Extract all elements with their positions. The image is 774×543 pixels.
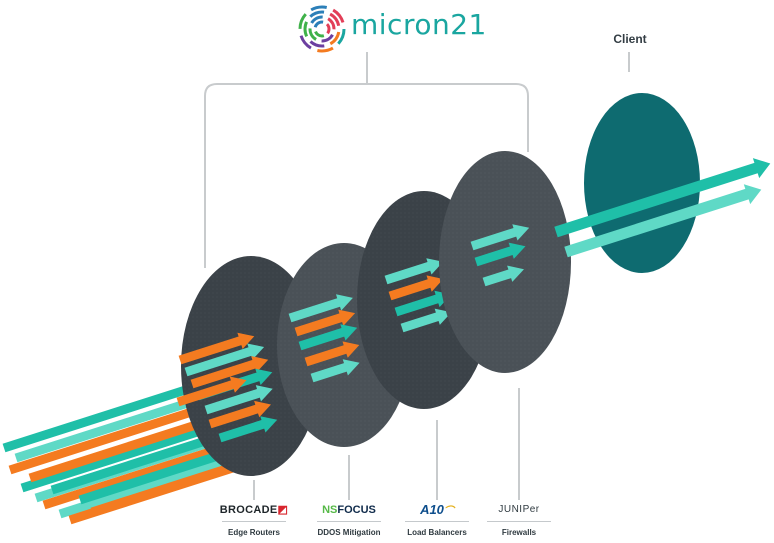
- traffic-arrow: [176, 376, 247, 407]
- traffic-arrow: [294, 309, 356, 337]
- logo-ring-segment: [298, 5, 346, 53]
- logo-ring-segment: [313, 20, 331, 38]
- micron21-logo-icon: [298, 5, 346, 53]
- traffic-arrow: [394, 290, 452, 317]
- a10-wordmark: A10: [420, 502, 444, 517]
- logo-ring-segment: [303, 10, 341, 48]
- traffic-arrow: [470, 224, 530, 251]
- traffic-arrow: [384, 258, 444, 285]
- disc-client: [584, 93, 700, 273]
- traffic-arrows-stage-4: [470, 224, 530, 287]
- vendor-caption: Firewalls: [501, 528, 537, 537]
- traffic-arrow: [474, 242, 526, 267]
- traffic-arrow: [178, 332, 255, 365]
- traffic-arrow: [304, 341, 360, 367]
- nsfocus-ns: NS: [322, 504, 338, 516]
- vendor-caption: Load Balancers: [407, 528, 467, 537]
- juniper-logo: JUNIPer: [474, 502, 564, 518]
- traffic-arrow: [554, 158, 771, 238]
- traffic-arrow: [400, 308, 452, 333]
- juniper-wordmark: JUNIPer: [498, 504, 540, 515]
- logo-ring-segment: [308, 15, 336, 43]
- traffic-arrow: [20, 416, 237, 493]
- a10-logo: A10⌒: [392, 502, 482, 518]
- vendor-divider: [222, 521, 286, 522]
- vendor-divider: [317, 521, 381, 522]
- traffic-arrows-outgoing: [554, 158, 771, 258]
- logo-ring-segment: [313, 20, 331, 38]
- traffic-arrow: [288, 294, 353, 323]
- vendor-divider: [487, 521, 551, 522]
- vendor-leaders: [253, 388, 520, 500]
- vendor-edge-routers: BROCADE◩ Edge Routers: [209, 502, 299, 537]
- logo-ring-segment: [303, 10, 341, 48]
- brand-name: micron21: [351, 8, 487, 41]
- traffic-arrow: [218, 416, 278, 443]
- logo-ring-segment: [298, 5, 346, 53]
- vendor-firewalls: JUNIPer Firewalls: [474, 502, 564, 537]
- logo-ring-segment: [308, 15, 336, 43]
- traffic-arrow: [8, 401, 215, 475]
- traffic-arrow: [184, 343, 265, 377]
- brocade-wordmark: BROCADE: [219, 504, 278, 516]
- logo-ring-segment: [308, 15, 336, 43]
- logo-ring-segment: [303, 10, 341, 48]
- a10-swoosh-icon: ⌒: [443, 506, 454, 517]
- stack-bracket: [204, 52, 529, 268]
- traffic-arrow: [298, 324, 358, 351]
- vendor-divider: [405, 521, 469, 522]
- vendor-ddos-mitigation: NSFOCUS DDOS Mitigation: [304, 502, 394, 537]
- client-label: Client: [613, 32, 647, 46]
- traffic-arrows-stage-3: [384, 258, 452, 333]
- traffic-arrow: [310, 359, 360, 383]
- logo-ring-segment: [308, 15, 336, 43]
- vendor-caption: Edge Routers: [227, 528, 280, 537]
- nsfocus-wordmark: FOCUS: [337, 504, 376, 516]
- traffic-arrow: [482, 265, 524, 287]
- traffic-arrow: [388, 275, 444, 301]
- traffic-arrows-stage-1: [176, 332, 278, 443]
- traffic-arrows-stage-2: [288, 294, 360, 383]
- brocade-mark-icon: ◩: [277, 504, 289, 516]
- traffic-arrow: [208, 400, 271, 429]
- vendor-caption: DDOS Mitigation: [317, 528, 381, 537]
- traffic-arrow: [564, 184, 762, 258]
- nsfocus-logo: NSFOCUS: [304, 502, 394, 518]
- disc-firewalls: [439, 151, 571, 373]
- logo-ring-segment: [298, 5, 346, 53]
- traffic-arrow: [204, 385, 273, 415]
- traffic-arrow: [2, 380, 204, 453]
- brocade-logo: BROCADE◩: [209, 502, 299, 518]
- traffic-arrow: [190, 356, 269, 389]
- vendor-load-balancers: A10⌒ Load Balancers: [392, 502, 482, 537]
